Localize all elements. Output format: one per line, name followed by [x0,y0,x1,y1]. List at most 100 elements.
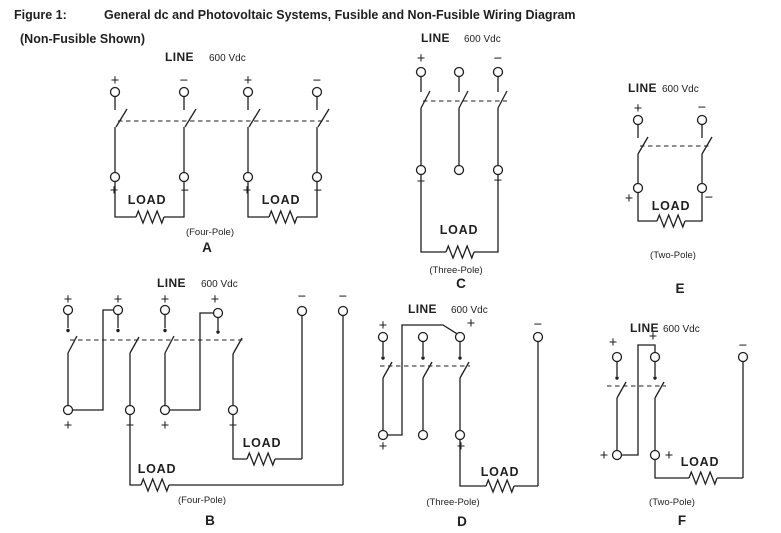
terminal-circle [377,331,389,343]
switch-blade [459,361,470,379]
pole-count-label: (Three-Pole) [429,265,482,276]
load-wire [685,192,703,222]
terminal-circle [453,66,465,78]
diagram-b-four-pole: LINE 600 Vdc + + + + − − [62,276,349,528]
voltage-label: 600 Vdc [464,34,501,45]
terminal-circle [178,86,190,98]
terminal-circle [62,404,74,416]
contact-dot [116,328,120,333]
switch-blade [654,381,665,399]
terminal-circle [212,307,224,319]
polarity-sign: + [243,183,251,199]
switch-blade [129,336,140,354]
diagram-letter: D [457,514,467,529]
load-label: LOAD [440,223,479,237]
switch-pole [377,331,393,441]
terminal-circle [311,86,323,98]
contact-dot [381,356,385,360]
load-wire [474,174,499,253]
contact-dot [458,356,462,360]
switch-blade [232,337,243,355]
voltage-label: 600 Vdc [201,279,238,290]
terminal-circle [532,331,544,343]
load-label: LOAD [138,462,177,476]
jumper-wire [169,312,214,411]
polarity-sign: + [161,418,169,434]
resistor-symbol [688,470,718,486]
polarity-sign: − [698,100,706,116]
polarity-sign: + [379,439,387,455]
polarity-sign: − [705,190,713,206]
figure-title: General dc and Photovoltaic Systems, Fus… [104,8,576,22]
contact-dot [163,328,167,333]
load-wire [654,459,689,479]
load-wire [247,181,269,218]
jumper-wire [72,309,114,411]
switch-pole [242,86,261,183]
contact-dot [216,330,220,334]
terminal-circle [109,171,121,183]
terminal-circle [109,86,121,98]
terminal-circle [227,404,239,416]
polarity-sign: − [534,317,542,333]
load-wire [232,414,247,460]
switch-pole [611,351,627,461]
diagram-letter: C [456,276,466,291]
switch-pole [62,304,78,416]
terminal-circle [611,449,623,461]
diagram-letter: A [202,240,212,255]
diagram-a-four-pole: LINE 600 Vdc + − + − [109,50,330,255]
switch-blade [248,108,261,128]
line-label: LINE [630,321,659,335]
terminal-circle [611,351,623,363]
terminal-circle [417,331,429,343]
terminal-circle [649,351,661,363]
switch-pole [454,331,470,441]
contact-dot [66,328,70,333]
polarity-sign: − [494,51,502,67]
contact-dot [653,376,657,380]
polarity-sign: + [211,292,219,308]
polarity-sign: − [180,73,188,89]
terminal-circle [649,449,661,461]
terminal-circle [124,404,136,416]
line-label: LINE [157,276,186,290]
diagram-d-three-pole: LINE 600 Vdc + + − [377,302,544,529]
diagram-e-two-pole: LINE 600 Vdc + − + − LOAD (Two-Pole) E [625,81,713,296]
pole-count-label: (Two-Pole) [649,497,695,508]
switch-pole [415,66,431,176]
switch-blade [382,361,393,379]
terminal-circle [159,404,171,416]
pole-count-label: (Four-Pole) [178,495,226,506]
switch-pole [112,304,140,416]
polarity-sign: + [244,73,252,89]
diagram-letter: E [675,281,684,296]
terminal-circle [492,66,504,78]
polarity-sign: + [665,448,673,464]
load-wire [637,192,657,222]
contact-dot [421,356,425,360]
load-label: LOAD [681,455,720,469]
terminal-circle [737,351,749,363]
load-label: LOAD [481,465,520,479]
resistor-symbol [246,451,276,467]
polarity-sign: + [457,439,465,455]
load-wire [420,174,446,253]
switch-pole [212,307,243,416]
polarity-sign: + [417,51,425,67]
polarity-sign: + [609,335,617,351]
terminal-circle [112,304,124,316]
voltage-label: 600 Vdc [663,324,700,335]
polarity-sign: − [339,289,347,305]
polarity-sign: + [634,101,642,117]
diagram-letter: B [205,513,215,528]
switch-pole [417,331,433,441]
polarity-sign: + [64,418,72,434]
load-wire [297,181,318,218]
polarity-sign: + [110,183,118,199]
terminal-circle [242,86,254,98]
switch-pole [632,114,649,194]
jumper-wire [621,344,656,456]
